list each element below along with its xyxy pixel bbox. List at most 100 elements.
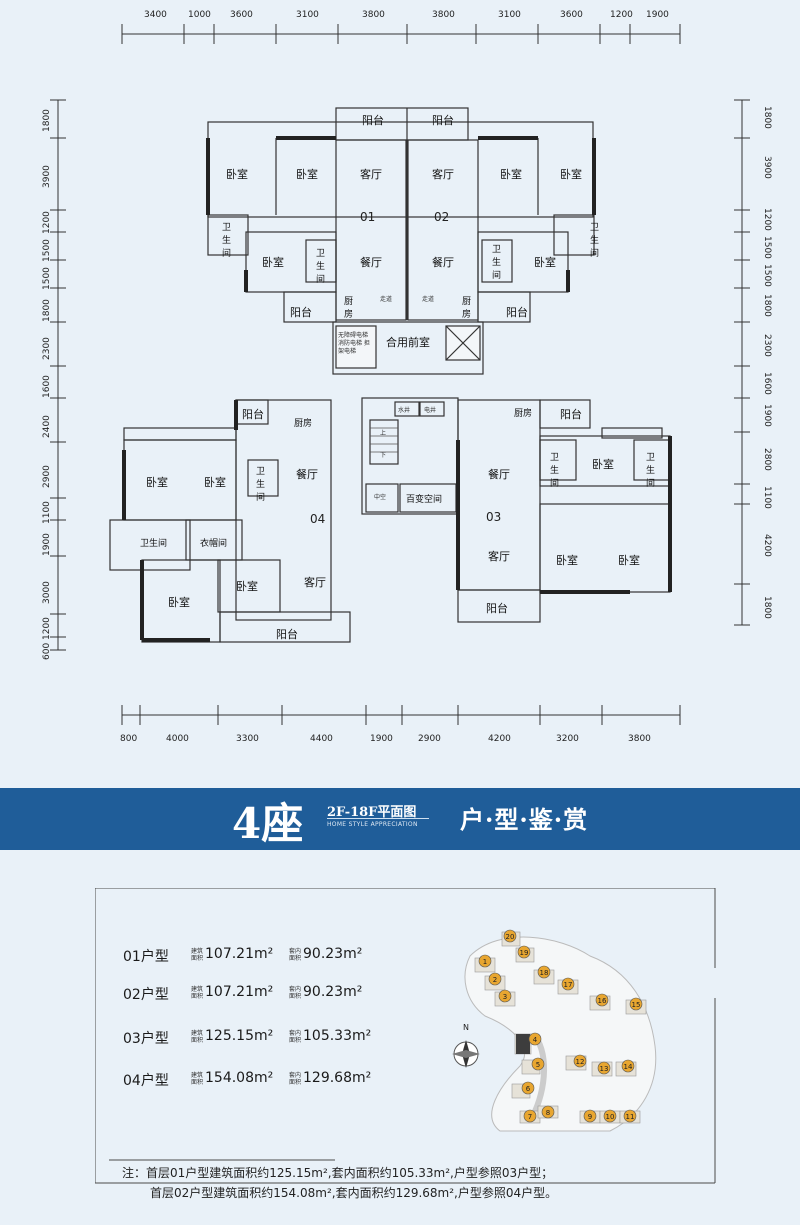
unit-type-name: 01户型 <box>123 949 169 965</box>
panel-frame <box>95 888 716 1184</box>
bottom-dim: 3200 <box>556 734 579 744</box>
left-dim: 2300 <box>42 337 52 360</box>
right-dim: 1200 <box>762 208 772 231</box>
room-label: 卫生间 <box>550 453 560 489</box>
top-dim: 3600 <box>230 10 253 20</box>
site-block-label: 4 <box>533 1036 538 1044</box>
top-dim: 3100 <box>498 10 521 20</box>
top-dim: 1200 <box>610 10 633 20</box>
top-dim: 3100 <box>296 10 319 20</box>
elevator-note: 无障碍电梯 消防电梯 担架电梯 <box>338 332 370 355</box>
site-block-label: 18 <box>540 969 549 977</box>
room-label: 卫生间 <box>256 467 266 503</box>
room-label: 走道 <box>380 296 393 303</box>
net-area-tag: 套内面积 <box>289 1072 302 1086</box>
top-dim: 3800 <box>432 10 455 20</box>
left-dim: 3000 <box>42 581 52 604</box>
top-dim: 3400 <box>144 10 167 20</box>
room-label: 卫生间 <box>140 539 168 549</box>
room-label: 合用前室 <box>386 336 430 349</box>
site-block-label: 20 <box>506 933 515 941</box>
site-block-label: 13 <box>600 1065 609 1073</box>
room-label: 阳台 <box>560 408 582 421</box>
room-label: 客厅 <box>488 550 510 563</box>
site-block-label: 19 <box>520 949 529 957</box>
gross-area-tag: 建筑面积 <box>191 948 204 962</box>
room-label: 走道 <box>422 296 435 303</box>
right-dim: 3900 <box>762 156 772 179</box>
net-area-tag: 套内面积 <box>289 948 302 962</box>
unit-type-name: 03户型 <box>123 1031 169 1047</box>
right-dim: 1900 <box>762 404 772 427</box>
room-label: 百变空间 <box>406 495 443 505</box>
site-block-label: 1 <box>483 958 487 966</box>
left-dim: 2400 <box>42 415 52 438</box>
room-label: 衣帽间 <box>200 539 228 549</box>
unit-number: 02 <box>434 210 450 224</box>
site-block-label: 8 <box>546 1109 550 1117</box>
room-label: 卧室 <box>226 168 248 181</box>
room-label: 卧室 <box>592 458 614 471</box>
left-dim: 1800 <box>42 299 52 322</box>
room-label: 厨房 <box>514 409 533 419</box>
room-label: 阳台 <box>432 114 454 127</box>
right-dim: 2800 <box>762 448 772 471</box>
unit-number: 01 <box>360 210 376 224</box>
left-dim: 1800 <box>42 109 52 132</box>
site-block-label: 10 <box>606 1113 615 1121</box>
banner-divider <box>327 818 429 819</box>
gross-area-tag: 建筑面积 <box>191 986 204 1000</box>
compass-icon: N <box>452 1023 480 1068</box>
room-label: 卫生间 <box>316 249 326 285</box>
site-plan-map: 1 2 3 4 5 6 7 8 9 10 11 12 13 14 15 16 1… <box>452 929 657 1132</box>
room-label: 卧室 <box>262 256 284 269</box>
room-label: 卧室 <box>146 476 168 489</box>
room-label: 下 <box>380 452 387 459</box>
left-dim: 1500 <box>42 239 52 262</box>
room-label: 餐厅 <box>432 256 454 269</box>
room-label: 水井 <box>398 407 411 414</box>
site-block-label: 3 <box>503 993 507 1001</box>
bottom-dim: 3300 <box>236 734 259 744</box>
left-dim: 1600 <box>42 375 52 398</box>
building-seat-title: 4座 <box>232 799 304 848</box>
right-dim: 1800 <box>762 596 772 619</box>
room-label: 上 <box>380 430 387 437</box>
room-label: 卫生间 <box>590 223 600 259</box>
room-label: 客厅 <box>360 168 382 181</box>
floor-plan: 3400 1000 3600 3100 3800 3800 3100 3600 … <box>42 10 772 744</box>
room-label: 卧室 <box>618 554 640 567</box>
left-dim: 1900 <box>42 533 52 556</box>
room-label: 阳台 <box>362 114 384 127</box>
right-dim: 1800 <box>762 106 772 129</box>
room-label: 卫生间 <box>492 245 502 281</box>
right-dim: 1600 <box>762 372 772 395</box>
gross-area-value: 107.21m² <box>205 984 274 1000</box>
bottom-dim: 4200 <box>488 734 511 744</box>
gross-area-value: 107.21m² <box>205 946 274 962</box>
room-label: 阳台 <box>506 306 528 319</box>
site-block-label: 17 <box>564 981 573 989</box>
bottom-dim: 4000 <box>166 734 189 744</box>
room-label: 阳台 <box>486 602 508 615</box>
unit-type-name: 04户型 <box>123 1073 169 1089</box>
bottom-dim: 1900 <box>370 734 393 744</box>
room-label: 厨房 <box>344 297 354 320</box>
left-dim: 1200 <box>42 211 52 234</box>
compass-north-label: N <box>463 1023 469 1032</box>
room-label: 阳台 <box>290 306 312 319</box>
net-area-value: 90.23m² <box>303 984 363 1000</box>
site-block-label: 9 <box>588 1113 592 1121</box>
left-dim: 1200 <box>42 617 52 640</box>
net-area-value: 105.33m² <box>303 1028 372 1044</box>
plan-label-en: HOME STYLE APPRECIATION <box>327 821 418 828</box>
room-label: 卫生间 <box>646 453 656 489</box>
right-dim: 1800 <box>762 294 772 317</box>
left-dim: 2900 <box>42 465 52 488</box>
room-label: 卧室 <box>556 554 578 567</box>
site-block-label: 5 <box>536 1061 540 1069</box>
room-label: 卧室 <box>500 168 522 181</box>
right-dim: 1500 <box>762 264 772 287</box>
room-label: 卧室 <box>204 476 226 489</box>
room-label: 厨房 <box>294 419 313 429</box>
